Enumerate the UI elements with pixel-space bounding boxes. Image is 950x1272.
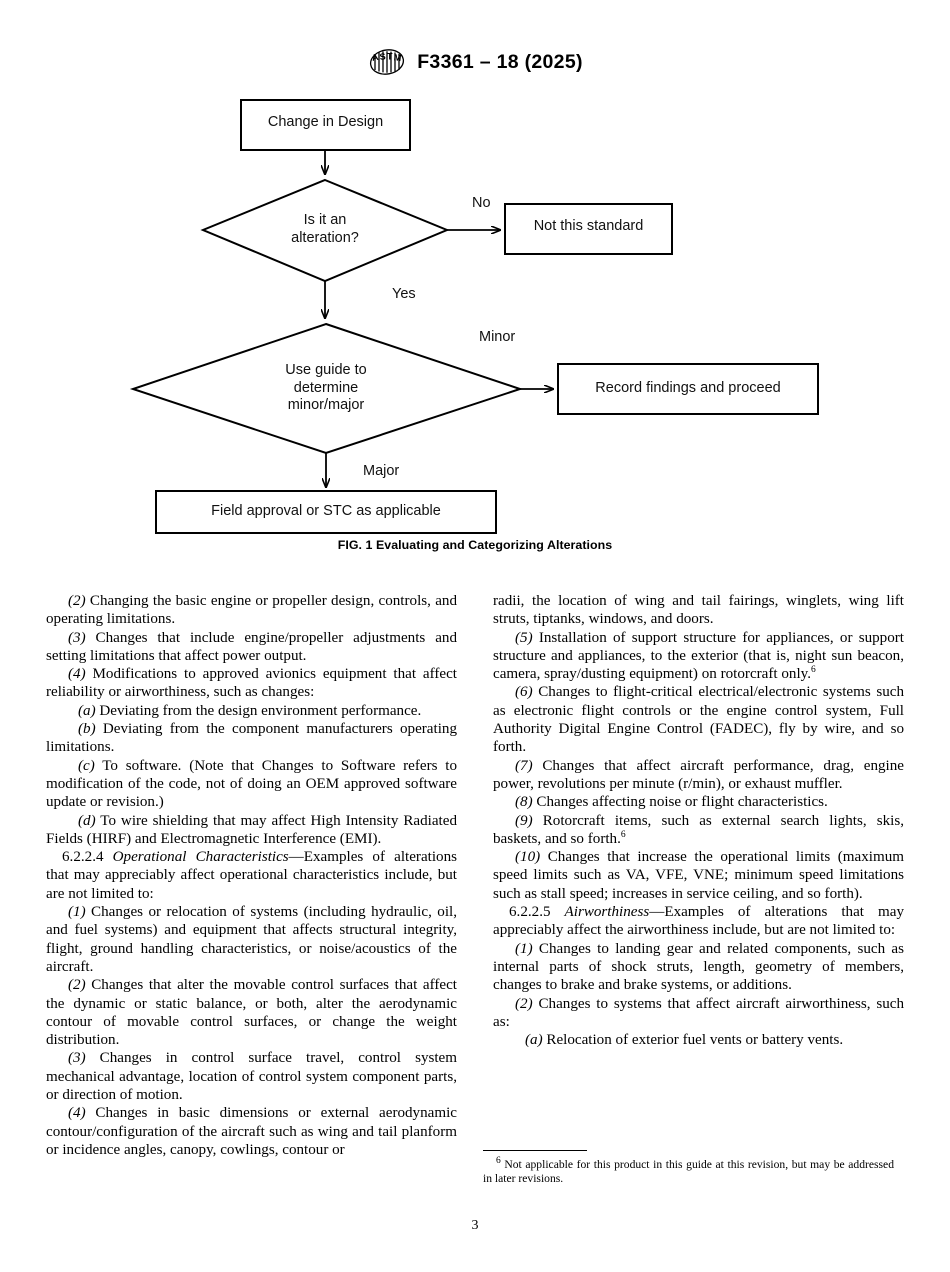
paragraph-op-1: (1) Changes or relocation of systems (in… — [46, 903, 457, 976]
para-number: (10) — [515, 849, 541, 866]
flow-edge-label-major: Major — [363, 463, 400, 479]
para-text: Changes that affect aircraft performance… — [493, 757, 904, 792]
para-number: (9) — [515, 812, 533, 829]
para-number: (3) — [68, 1050, 86, 1067]
para-number: (2) — [68, 977, 86, 994]
para-number: (8) — [515, 794, 533, 811]
para-text: Changes that increase the operational li… — [493, 849, 904, 902]
page-header: A S T M F3361 – 18 (2025) — [0, 48, 950, 76]
paragraph-op-3: (3) Changes in control surface travel, c… — [46, 1049, 457, 1104]
body-columns: (2) Changing the basic engine or propell… — [46, 592, 904, 1159]
para-number: (7) — [515, 757, 533, 774]
svg-text:T: T — [387, 52, 393, 62]
paragraph-op-10: (10) Changes that increase the operation… — [493, 848, 904, 903]
para-text: To wire shielding that may affect High I… — [46, 812, 457, 847]
para-number: (2) — [68, 593, 86, 609]
paragraph-3: (3) Changes that include engine/propelle… — [46, 629, 457, 666]
section-number: 6.2.2.4 — [62, 849, 113, 866]
section-title: Operational Characteristics — [112, 849, 289, 866]
paragraph-op-8: (8) Changes affecting noise or flight ch… — [493, 793, 904, 811]
page-number: 3 — [471, 1218, 479, 1233]
astm-logo-icon: A S T M — [367, 48, 407, 76]
figure-caption: FIG. 1 Evaluating and Categorizing Alter… — [337, 538, 613, 552]
footnote-marker: 6 — [496, 1156, 501, 1167]
paragraph-4a: (a) Deviating from the design environmen… — [46, 702, 457, 720]
para-number: (4) — [68, 1105, 86, 1122]
para-text: Changes to flight-critical electrical/el… — [493, 684, 904, 756]
flowchart-figure: Change in Design Is it an alteration? No… — [0, 90, 950, 540]
para-text: Rotorcraft items, such as external searc… — [493, 812, 904, 847]
para-text: Installation of support structure for ap… — [493, 629, 904, 683]
para-text: Relocation of exterior fuel vents or bat… — [542, 1032, 844, 1049]
paragraph-op-4-cont: radii, the location of wing and tail fai… — [493, 593, 904, 628]
flowchart-graphics — [129, 99, 819, 534]
para-text: —Examples of alterations that may apprec… — [46, 849, 458, 902]
para-number: (4) — [68, 666, 86, 683]
flow-edge-label-no: No — [472, 195, 491, 211]
svg-text:A: A — [371, 52, 380, 63]
section-number: 6.2.2.5 — [509, 904, 565, 921]
paragraph-2: (2) Changing the basic engine or propell… — [46, 592, 457, 629]
para-text: Changes in basic dimensions or external … — [46, 1105, 457, 1158]
footnote-ref: 6 — [620, 829, 626, 840]
para-number: (b) — [78, 721, 96, 738]
para-number: (c) — [78, 757, 95, 774]
para-text: Changes that include engine/propeller ad… — [46, 629, 457, 664]
paragraph-op-7: (7) Changes that affect aircraft perform… — [493, 757, 904, 794]
footnote-body: Not applicable for this product in this … — [483, 1158, 894, 1185]
footnote-6: 6 Not applicable for this product in thi… — [483, 1156, 894, 1186]
paragraph-4: (4) Modifications to approved avionics e… — [46, 665, 457, 702]
paragraph-4c: (c) To software. (Note that Changes to S… — [46, 757, 457, 812]
paragraph-op-6: (6) Changes to flight-critical electrica… — [493, 683, 904, 756]
right-column: radii, the location of wing and tail fai… — [493, 592, 904, 1159]
para-text: Changes or relocation of systems (includ… — [46, 904, 457, 975]
para-text: Changes in control surface travel, contr… — [46, 1050, 457, 1104]
para-number: (6) — [515, 684, 533, 701]
para-text: Deviating from the component manufacture… — [46, 721, 457, 756]
left-column: (2) Changing the basic engine or propell… — [46, 592, 457, 1159]
svg-text:M: M — [393, 52, 402, 63]
para-number: (a) — [525, 1032, 543, 1049]
para-text: Changes to systems that affect aircraft … — [493, 995, 904, 1030]
paragraph-aw-2: (2) Changes to systems that affect aircr… — [493, 995, 904, 1032]
para-text: Deviating from the design environment pe… — [95, 702, 422, 719]
para-text: —Examples of alterations that may apprec… — [493, 904, 904, 939]
paragraph-op-9: (9) Rotorcraft items, such as external s… — [493, 812, 904, 849]
paragraph-op-2: (2) Changes that alter the movable contr… — [46, 976, 457, 1049]
para-number: (d) — [78, 812, 96, 829]
paragraph-4d: (d) To wire shielding that may affect Hi… — [46, 812, 457, 849]
para-number: (2) — [515, 995, 533, 1012]
para-text: Modifications to approved avionics equip… — [46, 666, 457, 701]
section-title: Airworthiness — [564, 904, 650, 921]
footnote-ref: 6 — [811, 665, 816, 676]
para-text: Changes affecting noise or flight charac… — [532, 794, 828, 811]
para-text: To software. (Note that Changes to Softw… — [46, 757, 457, 811]
para-text: Changing the basic engine or propeller d… — [46, 593, 457, 628]
paragraph-aw-2a: (a) Relocation of exterior fuel vents or… — [493, 1031, 904, 1049]
document-designation: F3361 – 18 (2025) — [417, 50, 583, 73]
para-number: (1) — [68, 904, 86, 921]
para-number: (1) — [515, 940, 533, 957]
section-6-2-2-4: 6.2.2.4 Operational Characteristics—Exam… — [46, 848, 457, 903]
paragraph-op-5: (5) Installation of support structure fo… — [493, 629, 904, 684]
para-text: Changes to landing gear and related comp… — [493, 940, 904, 994]
paragraph-4b: (b) Deviating from the component manufac… — [46, 720, 457, 757]
flow-edge-label-yes: Yes — [392, 286, 416, 302]
para-number: (5) — [515, 629, 533, 646]
footnote-rule — [483, 1150, 587, 1151]
paragraph-aw-1: (1) Changes to landing gear and related … — [493, 940, 904, 995]
flow-edge-label-minor: Minor — [479, 329, 516, 345]
footnote-block: 6 Not applicable for this product in thi… — [483, 1150, 894, 1186]
section-6-2-2-5: 6.2.2.5 Airworthiness—Examples of altera… — [493, 903, 904, 940]
para-text: Changes that alter the movable control s… — [46, 977, 457, 1049]
para-number: (a) — [78, 702, 96, 719]
svg-text:S: S — [379, 51, 386, 62]
para-number: (3) — [68, 629, 86, 646]
paragraph-op-4: (4) Changes in basic dimensions or exter… — [46, 1104, 457, 1159]
